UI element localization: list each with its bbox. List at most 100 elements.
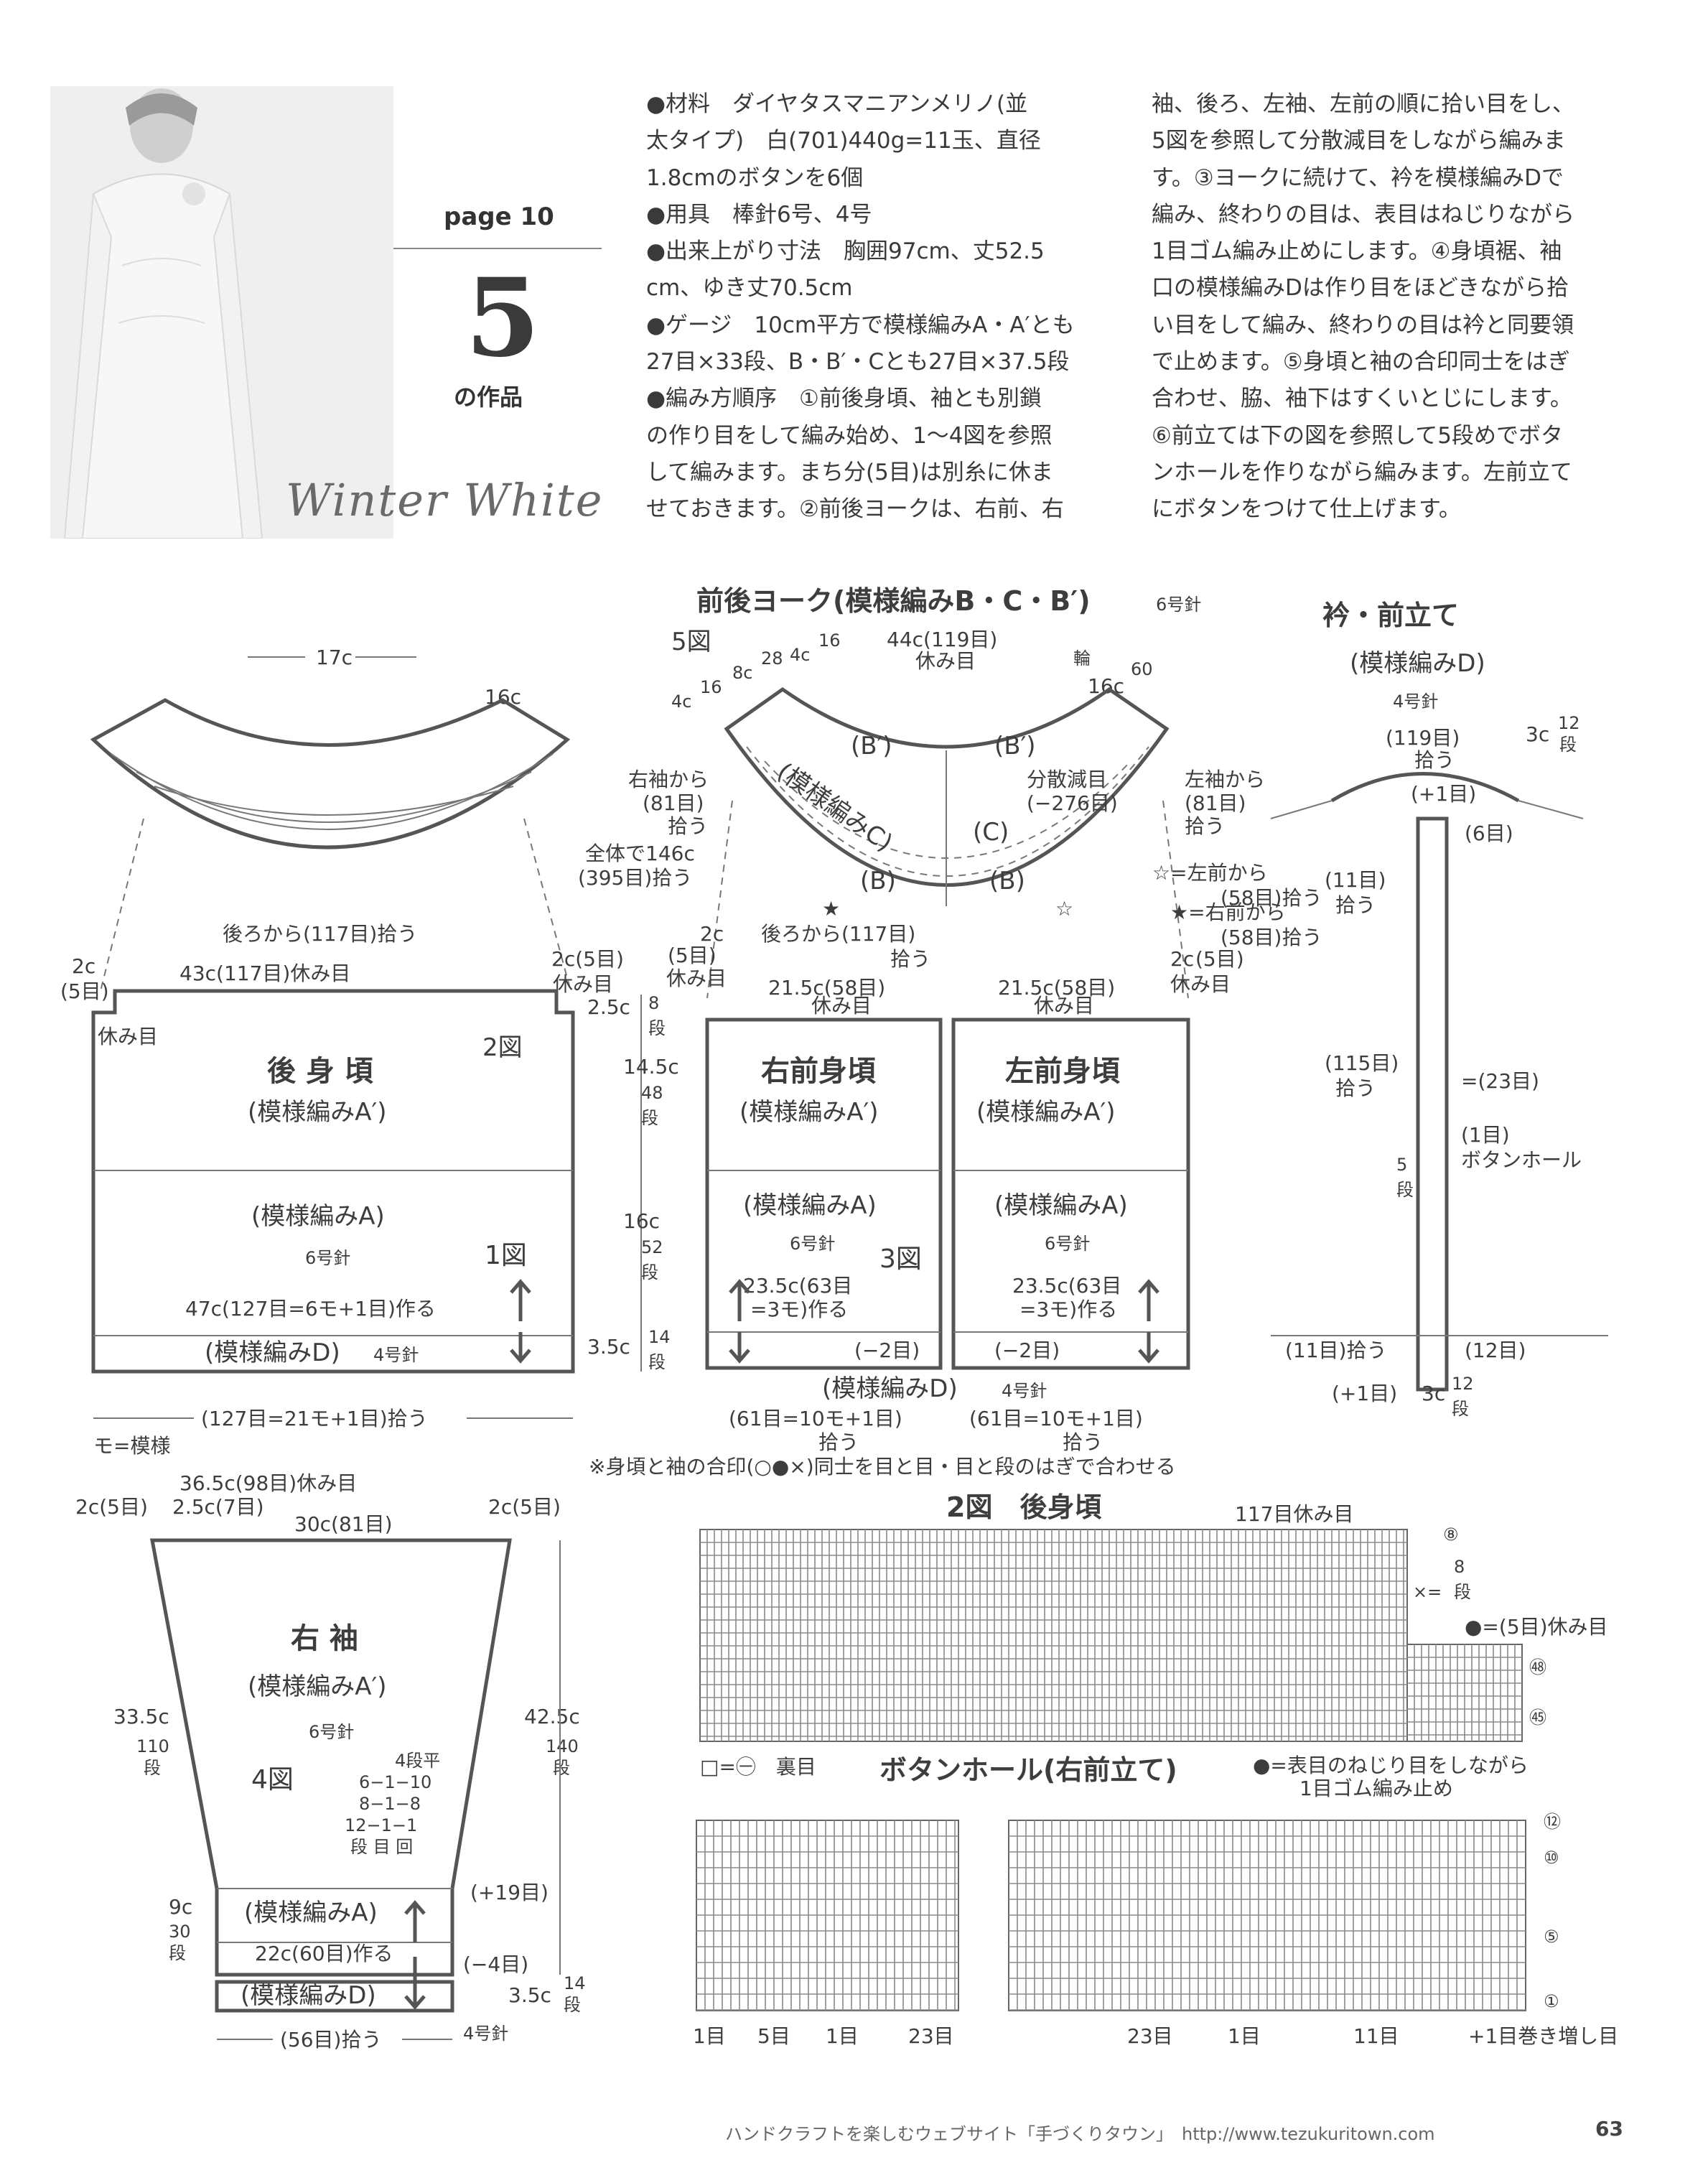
collar-six: (6目) [1465,821,1513,845]
instruction-line: して編みます。まち分(5目)は別糸に休ま [646,459,1053,485]
h2-dan: 段 [641,1108,658,1128]
yoke-left-front: ☆=左前から [1152,861,1268,885]
pattern-diagrams: 17c 16c 後ろから(117目)拾う 2c (5目) 43c(117目)休み… [60,585,1618,2052]
bh-b1b: 1目 [826,2024,859,2048]
instruction-line: にボタンをつけて仕上げます。 [1152,496,1461,523]
yoke-center-top: 44c(119目) [887,628,997,651]
sleeve-left-h: 33.5c [113,1705,169,1728]
sleeve-r14: 14 [564,1973,586,1993]
instruction-line: 口の模様編みDは作り目をほどきながら拾 [1152,275,1569,302]
instruction-line: ●ゲージ 10cm平方で模様編みA・A′とも [646,312,1075,338]
front-left-2c: 2c [700,922,724,946]
h2-rows: 48 [641,1083,663,1103]
right-front-pick: (61目=10モ+1目) [729,1407,902,1430]
right-front-top2: 休み目 [811,994,872,1018]
collar-top2: 拾う [1414,748,1455,772]
left-front-title: 左前身頃 [1005,1055,1120,1088]
collar-c3-bottom: 3c [1422,1382,1445,1405]
sleeve-right-h2: 140 [546,1736,579,1756]
collar-pick11: (11目)拾う [1285,1338,1386,1362]
left-front-pattern-a-prime: (模様編みA′) [976,1098,1116,1127]
right-front-pattern-a-prime: (模様編みA′) [739,1098,879,1127]
front-right-2c: 2c [1170,947,1194,971]
sleeve-left-top: 2c(5目) [75,1495,148,1519]
sleeve-pattern-a: (模様編みA) [244,1899,378,1927]
work-number: 5 [465,255,541,381]
yoke-left-sleeve-81: (81目) [1185,791,1246,815]
left-front-top: 21.5c(58目) [998,976,1115,1000]
collar-plus1b: (+1目) [1332,1382,1397,1405]
sleeve-needle4: 4号針 [463,2024,508,2044]
collar-five: 5 [1396,1155,1407,1175]
front-yoke-diagram: 前後ヨーク(模様編みB・C・B′) 6号針 5図 4c 16 8c 28 4c … [578,585,1322,999]
right-front-needle: 6号針 [790,1234,835,1254]
right-front-minus2: (−2目) [854,1338,920,1362]
instruction-line: で止めます。⑤身頃と袖の合印同士をはぎ [1152,349,1570,376]
collar-buttonhole: ボタンホール [1461,1148,1582,1172]
sleeve-pick: (56目)拾う [280,2028,381,2052]
instruction-line: 1目ゴム編み止めにします。④身頃裾、袖 [1152,238,1562,265]
collar-plus1: (+1目) [1411,782,1476,806]
yoke-c: (C) [973,818,1009,847]
instructions-column-2: 袖、後ろ、左袖、左前の順に拾い目をし、 5図を参照して分散減目をしながら編みま … [1152,86,1669,529]
back-pattern-a-prime: (模様編みA′) [248,1098,387,1127]
collar-115: (115目) [1325,1051,1399,1075]
yoke-decrease2: (−276目) [1027,791,1118,815]
back-right-2c: 2c(5目) [551,947,624,971]
back-pick: (127目=21モ+1目)拾う [201,1407,428,1430]
chart2-dan: 段 [1454,1582,1471,1602]
h4: 3.5c [587,1335,630,1359]
back-rest-stitches: 休み目 [98,1025,158,1048]
yoke-r4b: 60 [1131,659,1153,679]
sleeve-mid-top: 2.5c(7目) [172,1495,264,1519]
instruction-line: 太タイプ) 白(701)440g=11玉、直径 [646,128,1041,154]
sleeve-inc-3: 12−1−1 [345,1815,417,1835]
back-pattern-d: (模様編みD) [205,1338,340,1367]
chart2-r48: ㊽ [1529,1657,1546,1677]
star-outline-mark: ☆ [1055,897,1073,921]
instruction-line: す。③ヨークに続けて、衿を模様編みDで [1152,164,1564,191]
bh-r5: ⑤ [1544,1927,1559,1947]
sleeve-pattern-d: (模様編みD) [241,1981,376,2010]
collar-115-pick: 拾う [1335,1076,1376,1100]
back-cast-on: 47c(127目=6モ+1目)作る [185,1297,436,1321]
star-mark: ★ [822,897,840,921]
yoke-title: 前後ヨーク(模様編みB・C・B′) [696,585,1091,617]
instruction-line: 27目×33段、B・B′・Cとも27目×37.5段 [646,349,1070,376]
back-top-width: 43c(117目)休み目 [179,962,350,985]
yoke-needle: 6号針 [1156,595,1201,615]
front-left-5: (5目) [668,944,717,967]
h3: 16c [623,1209,660,1233]
yoke-center-top2: 休み目 [915,649,976,673]
yoke-b-prime-right: (B′) [994,732,1036,760]
yoke-right-sleeve: 右袖から [628,768,709,791]
h1: 2.5c [587,995,630,1019]
left-front-pattern-a: (模様編みA) [994,1191,1128,1220]
instruction-line: の作り目をして編み始め、1〜4図を参照 [646,422,1053,449]
h1-rows: 8 [648,993,659,1013]
instruction-line: ●出来上がり寸法 胸囲97cm、丈52.5 [646,238,1045,265]
back-yoke-diagram: 17c 16c 後ろから(117目)拾う [90,646,571,992]
back-right-rest: 休み目 [553,972,613,996]
instruction-line: 袖、後ろ、左袖、左前の順に拾い目をし、 [1152,91,1574,117]
yoke-total: 全体で146c [585,842,695,865]
page-reference: page 10 [444,202,554,231]
back-left-5: (5目) [60,979,109,1003]
back-pattern-a: (模様編みA) [251,1202,385,1231]
left-front-cast-on: 23.5c(63目 [1012,1274,1121,1298]
collar-five-dan: 段 [1396,1180,1414,1200]
yoke-r1b: 16 [700,677,722,697]
left-front-top2: 休み目 [1034,994,1094,1018]
back-body-diagram: 2c (5目) 43c(117目)休み目 2c(5目) 休み目 休み目 後 身 … [60,947,624,1458]
fronts-pattern-d: (模様編みD) [822,1374,958,1403]
bh-b5: 5目 [757,2024,790,2048]
collar-r12: 12 [1558,713,1580,733]
collar-one: (1目) [1461,1123,1510,1147]
bh-r1: ① [1544,1991,1559,2011]
h2: 14.5c [623,1055,679,1079]
collar-c3: 3c [1526,722,1549,746]
back-needle-4: 4号針 [373,1345,419,1365]
model-photo-illustration [50,86,393,539]
yoke-from-back: 後ろから(117目) [761,922,915,946]
right-front-pattern-a: (模様編みA) [743,1191,877,1220]
